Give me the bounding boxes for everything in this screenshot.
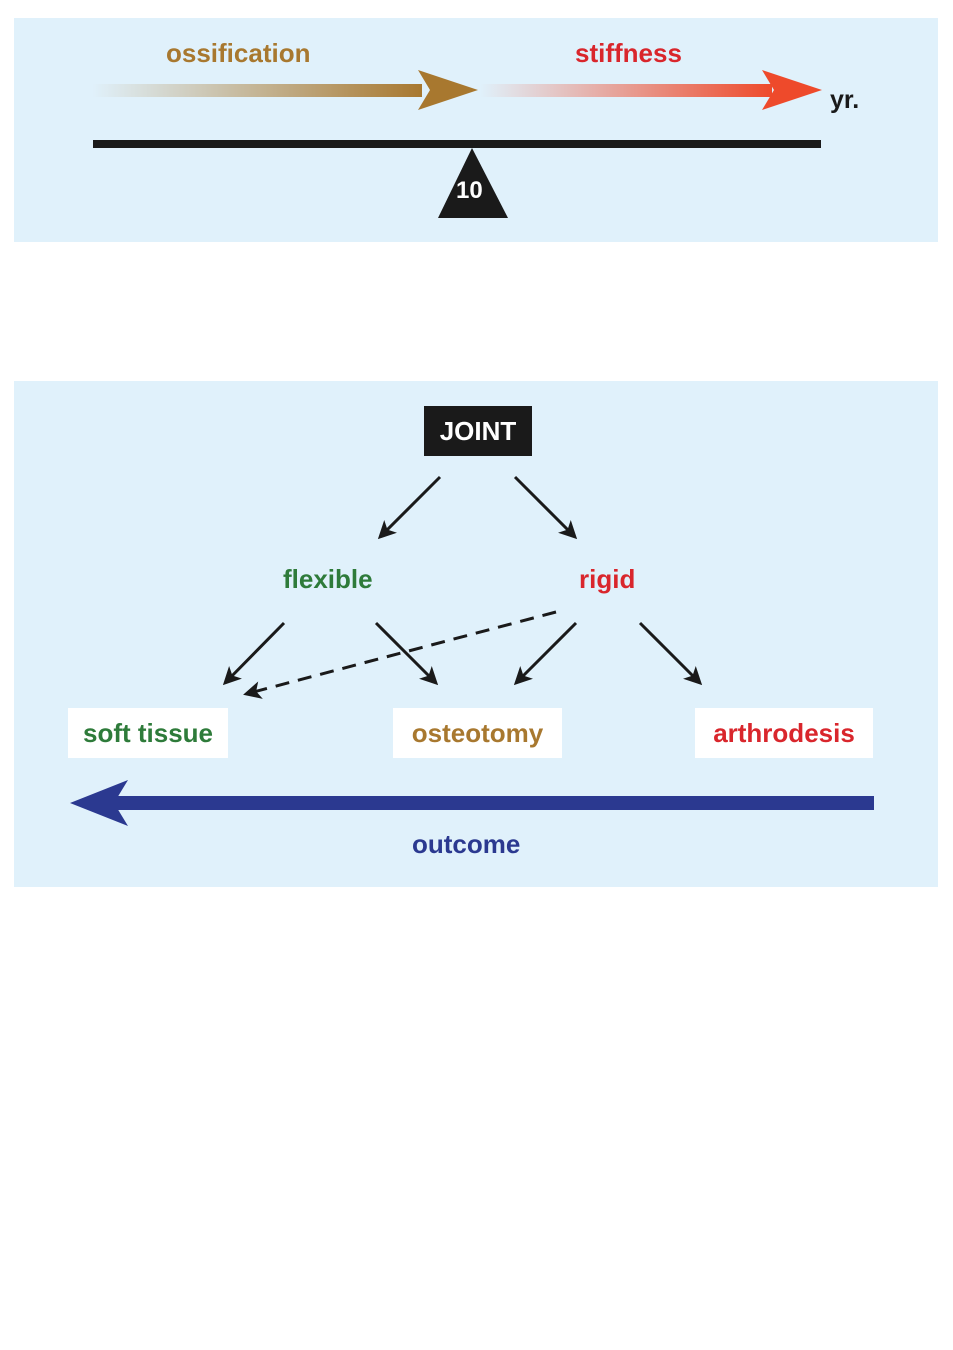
stiffness-label: stiffness (575, 38, 682, 68)
soft-tissue-label: soft tissue (82, 717, 214, 748)
stiffness-arrow (480, 70, 822, 110)
arrow-rigid-to-osteotomy (513, 621, 578, 686)
osteotomy-box: osteotomy (393, 708, 562, 758)
outcome-arrow (70, 780, 874, 826)
arrow-flexible-to-soft-tissue (222, 621, 286, 686)
ossification-label: ossification (166, 38, 311, 68)
arrow-joint-to-flexible (377, 475, 442, 540)
ossification-arrow (92, 70, 478, 110)
arrow-joint-to-rigid (513, 475, 578, 540)
year-unit-label: yr. (830, 86, 860, 114)
fulcrum-triangle (438, 148, 508, 218)
fulcrum-value: 10 (456, 177, 483, 204)
arthrodesis-label: arthrodesis (713, 717, 855, 748)
arthrodesis-box: arthrodesis (695, 708, 873, 758)
joint-box: JOINT (424, 406, 532, 456)
rigid-label: rigid (579, 564, 636, 594)
dashed-arrow-rigid-to-soft-tissue (243, 610, 557, 699)
arrow-rigid-to-arthrodesis (638, 621, 703, 686)
arrow-flexible-to-osteotomy (374, 621, 439, 686)
seesaw-beam (93, 140, 821, 148)
flexible-label: flexible (283, 564, 373, 594)
osteotomy-label: osteotomy (411, 717, 544, 748)
joint-label: JOINT (439, 415, 517, 446)
outcome-label: outcome (412, 829, 521, 859)
soft-tissue-box: soft tissue (68, 708, 228, 758)
